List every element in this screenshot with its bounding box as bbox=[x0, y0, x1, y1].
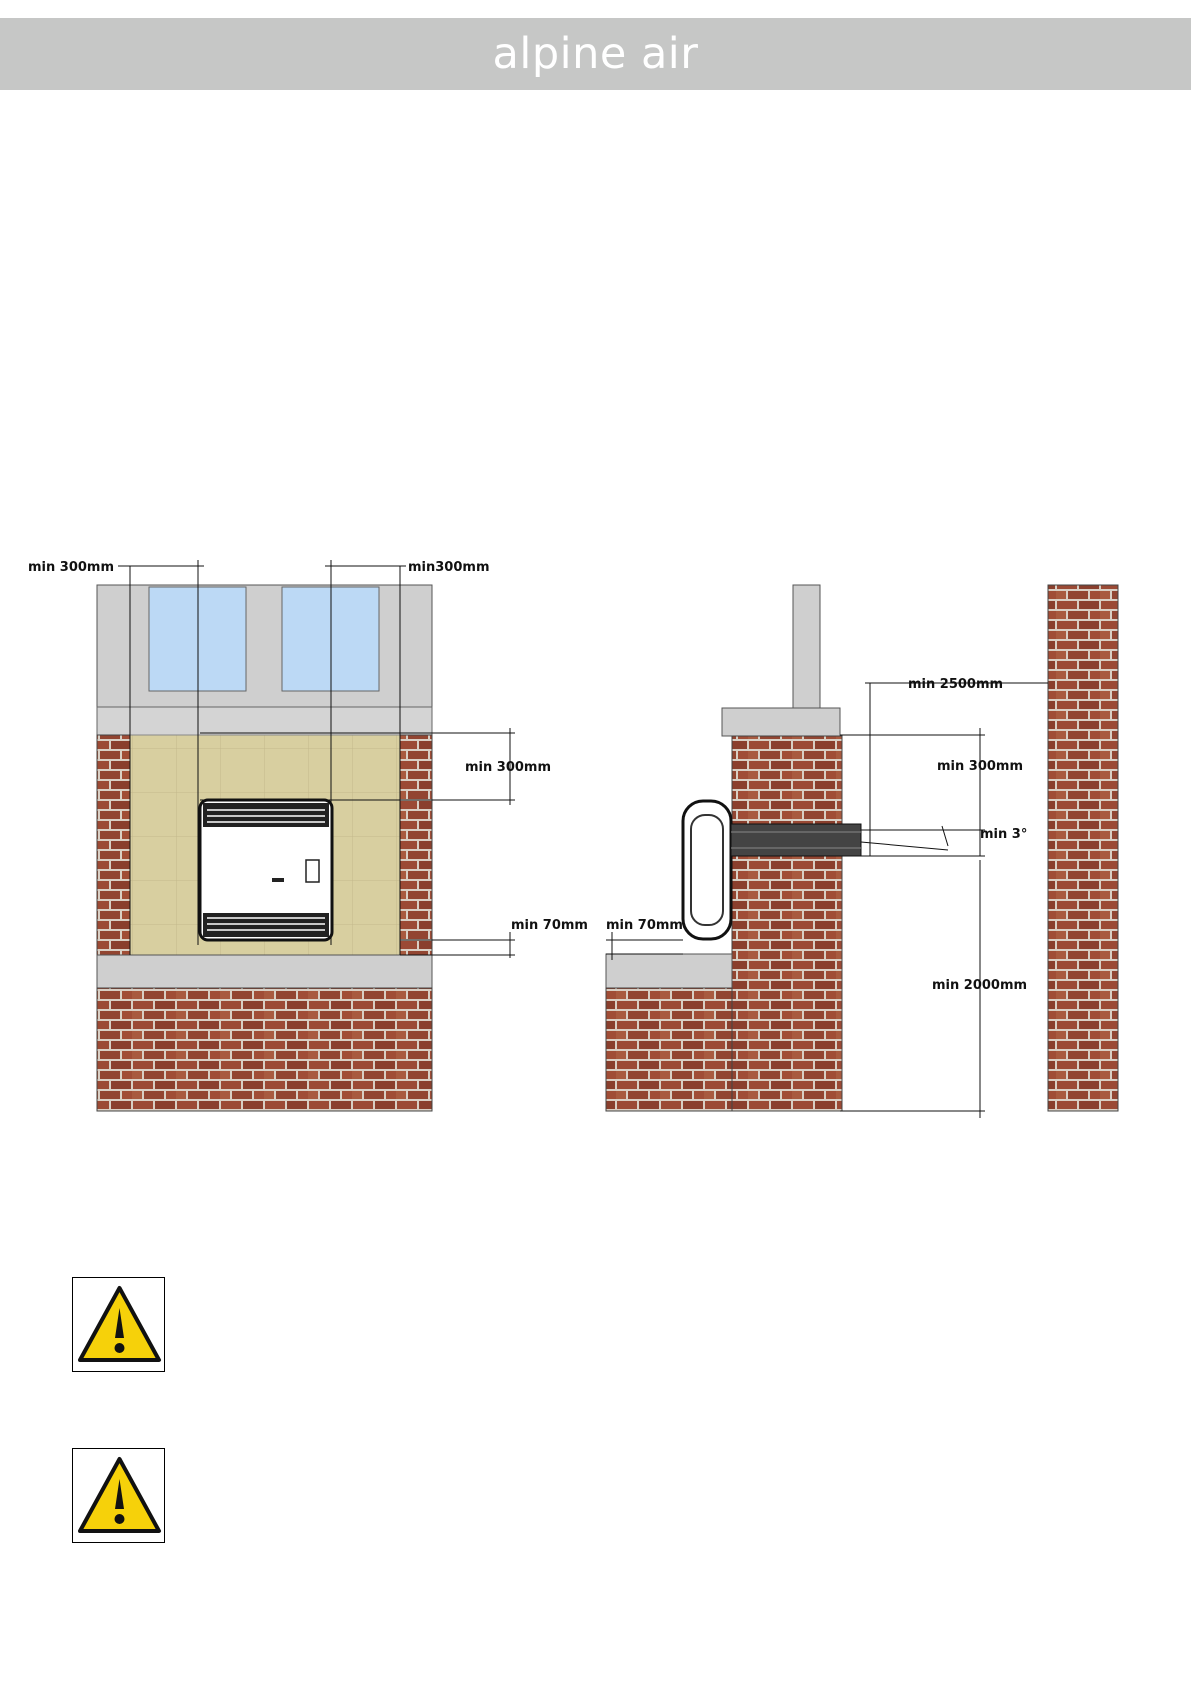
label-height: min 2000mm bbox=[932, 978, 1027, 993]
label-floor-clearance: min 70mm bbox=[606, 918, 683, 933]
heater-unit-side bbox=[681, 799, 862, 941]
label-bottom-clearance: min 70mm bbox=[511, 918, 588, 933]
label-slope: min 3° bbox=[980, 827, 1027, 842]
concrete-sill-front bbox=[96, 954, 433, 989]
side-post bbox=[792, 584, 821, 709]
warning-triangle-icon bbox=[78, 1457, 161, 1533]
heater-unit-front bbox=[198, 798, 334, 942]
brick-pier-right bbox=[399, 734, 433, 956]
window-sill bbox=[96, 706, 433, 736]
header-bar: alpine air bbox=[0, 18, 1191, 90]
opposite-wall bbox=[1047, 584, 1119, 1112]
brick-wall-lower-front bbox=[96, 987, 433, 1112]
warning-box-2 bbox=[72, 1448, 165, 1543]
label-side-right: min300mm bbox=[408, 560, 490, 575]
label-above-clearance: min 300mm bbox=[937, 759, 1023, 774]
side-coping bbox=[721, 707, 841, 737]
brick-pier-left bbox=[96, 734, 131, 956]
warning-triangle-icon bbox=[78, 1286, 161, 1362]
brand-title: alpine air bbox=[492, 29, 699, 79]
label-side-left: min 300mm bbox=[28, 560, 114, 575]
label-top-clearance: min 300mm bbox=[465, 760, 551, 775]
side-view: min 70mm min 2500mm min 300mm min 3° min… bbox=[605, 584, 1119, 1118]
side-floor-slab bbox=[605, 953, 733, 989]
side-lower-brick bbox=[605, 987, 733, 1112]
label-opposite-wall: min 2500mm bbox=[908, 677, 1003, 692]
side-wall bbox=[731, 735, 843, 1112]
warning-box-1 bbox=[72, 1277, 165, 1372]
front-view: min 300mm min300mm min 300mm min 70mm bbox=[28, 560, 588, 1112]
